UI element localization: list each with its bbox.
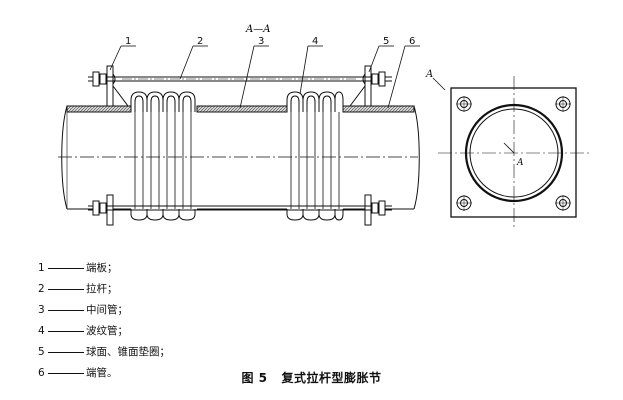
callout-3: 3 <box>258 36 264 47</box>
legend-dash <box>48 372 84 374</box>
figure-title: 复式拉杆型膨胀节 <box>281 371 382 385</box>
pipe-outer-circle <box>464 103 564 203</box>
legend-text: 球面、锥面垫圈； <box>86 346 170 358</box>
intermediate-pipe <box>196 105 288 210</box>
side-view <box>58 45 420 226</box>
bolt-hole <box>555 96 571 112</box>
nuts-top-left <box>92 71 116 87</box>
callout-numbers: 1 2 3 4 5 6 <box>125 36 415 47</box>
tie-rod-bottom <box>88 205 392 211</box>
nuts-bottom-left <box>92 200 107 216</box>
section-label: A—A <box>245 24 270 35</box>
right-bellows <box>286 91 344 221</box>
callout-leaders <box>109 45 420 109</box>
left-bellows <box>130 91 196 221</box>
legend-text: 中间管； <box>86 304 128 316</box>
center-marker: A <box>516 158 524 168</box>
figure-number: 图 5 <box>241 371 268 385</box>
legend-item: 6 端管。 <box>38 363 170 384</box>
tie-rod-top <box>88 76 392 82</box>
callout-1: 1 <box>125 36 131 47</box>
bolt-holes <box>456 96 571 211</box>
legend-item: 4 波纹管； <box>38 321 170 342</box>
callout-4: 4 <box>312 36 318 47</box>
figure-caption: 图 5 复式拉杆型膨胀节 <box>0 369 623 386</box>
legend-text: 波纹管； <box>86 325 128 337</box>
legend-dash <box>48 330 84 332</box>
legend-item: 2 拉杆； <box>38 279 170 300</box>
bolt-hole <box>456 195 472 211</box>
legend-dash <box>48 288 84 290</box>
end-view: A A <box>425 69 590 230</box>
bolt-hole <box>456 96 472 112</box>
right-end-pipe <box>342 105 420 210</box>
legend-text: 拉杆； <box>86 283 118 295</box>
legend-item: 1 端板； <box>38 258 170 279</box>
pipe-inner-circle <box>469 108 559 198</box>
nuts-bottom-right <box>371 200 386 216</box>
callout-2: 2 <box>197 36 203 47</box>
nuts-top-right <box>362 71 386 87</box>
legend-dash <box>48 351 84 353</box>
left-end-pipe <box>61 105 132 210</box>
callout-5: 5 <box>383 36 389 47</box>
legend-item: 5 球面、锥面垫圈； <box>38 342 170 363</box>
legend-dash <box>48 267 84 269</box>
legend-dash <box>48 309 84 311</box>
parts-legend: 1 端板； 2 拉杆； 3 中间管； 4 波纹管； 5 球面、锥面垫圈； 6 端管。 <box>38 258 170 384</box>
end-plate-left <box>106 65 129 107</box>
callout-6: 6 <box>409 36 415 47</box>
legend-item: 3 中间管； <box>38 300 170 321</box>
legend-number: 2 <box>38 283 45 295</box>
legend-text: 端板； <box>86 262 118 274</box>
end-plate-right <box>349 65 372 107</box>
legend-number: 6 <box>38 367 45 379</box>
square-flange <box>450 87 577 218</box>
legend-number: 3 <box>38 304 45 316</box>
legend-number: 4 <box>38 325 45 337</box>
view-marker: A <box>425 69 433 80</box>
legend-number: 5 <box>38 346 45 358</box>
bolt-hole <box>555 195 571 211</box>
legend-number: 1 <box>38 262 45 274</box>
legend-text: 端管。 <box>86 367 118 379</box>
